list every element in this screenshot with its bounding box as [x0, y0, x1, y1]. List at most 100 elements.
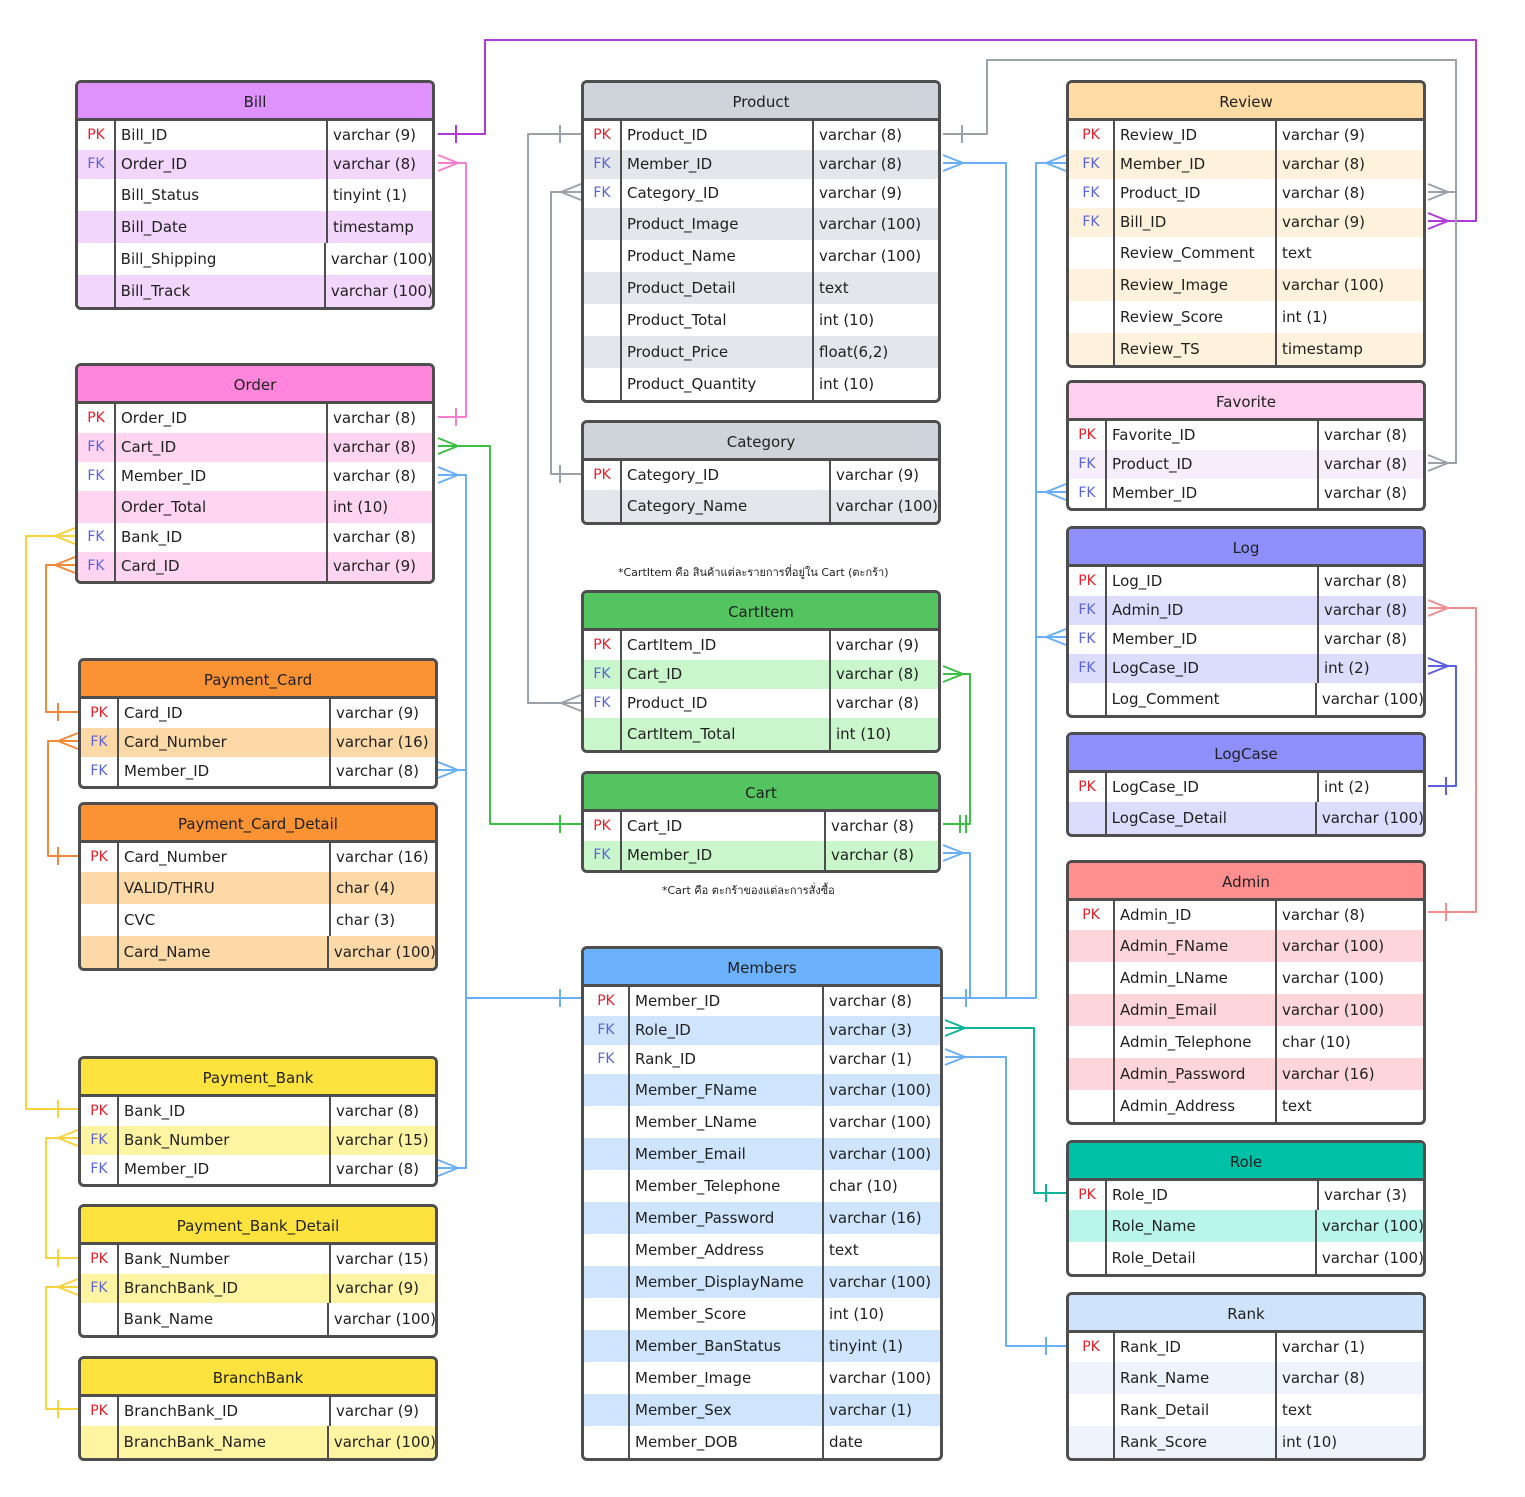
connector-line: [438, 474, 581, 999]
field-key: [1069, 269, 1115, 301]
field-name: LogCase_ID: [1107, 654, 1319, 683]
field-name: Review_Score: [1115, 301, 1277, 333]
field-key: FK: [78, 150, 116, 179]
field-name: Member_DOB: [630, 1426, 824, 1458]
field-type: varchar (15): [336, 1131, 429, 1149]
field-name: Product_Total: [622, 304, 814, 336]
field-type: varchar (9): [336, 1279, 420, 1297]
field-key: PK: [584, 631, 622, 660]
crows-foot-marker: [942, 844, 964, 862]
field-type: varchar (100): [829, 1273, 932, 1291]
field-type: varchar (9): [1282, 213, 1366, 231]
field-key: [584, 1394, 630, 1426]
field-key: FK: [81, 1155, 119, 1184]
field-type: int (10): [819, 375, 875, 393]
field-key: [78, 179, 116, 211]
connector-line: [945, 1056, 1066, 1347]
field-key: FK: [584, 689, 622, 718]
field-name: Product_Name: [622, 240, 814, 272]
field-key: [1069, 1242, 1107, 1274]
field-type: varchar (8): [1324, 630, 1408, 648]
field-name: CartItem_Total: [622, 718, 831, 750]
field-name: Admin_ID: [1115, 901, 1277, 930]
field-key: [78, 275, 116, 307]
field-name: Admin_LName: [1115, 962, 1277, 994]
field-type: varchar (100): [829, 1145, 932, 1163]
field-type: char (10): [1282, 1033, 1351, 1051]
field-name: Bill_ID: [116, 121, 328, 150]
field-key: [584, 718, 622, 750]
connector-line: [943, 852, 971, 998]
field-key: [1069, 930, 1115, 962]
entity-field-row: Review_TS timestamp: [1069, 333, 1423, 365]
crows-foot-marker: [1427, 454, 1449, 472]
field-type: varchar (8): [1282, 906, 1366, 924]
field-type: text: [819, 279, 849, 297]
field-type: timestamp: [1282, 340, 1363, 358]
field-name: Review_TS: [1115, 333, 1277, 365]
field-name: Admin_ID: [1107, 596, 1319, 625]
field-key: PK: [1069, 773, 1107, 802]
field-key: [1069, 962, 1115, 994]
connector-line: [47, 740, 78, 857]
field-key: FK: [78, 462, 116, 491]
field-name: Member_ID: [630, 987, 824, 1016]
field-key: [584, 490, 622, 522]
field-type: varchar (100): [333, 1310, 435, 1328]
field-name: Member_Score: [630, 1298, 824, 1330]
field-key: PK: [584, 121, 622, 150]
field-key: FK: [1069, 179, 1115, 208]
field-name: Product_ID: [1107, 450, 1319, 479]
field-type: varchar (100): [829, 1081, 932, 1099]
field-name: Member_ID: [1107, 479, 1319, 508]
field-key: [1069, 1362, 1115, 1394]
field-type: varchar (3): [829, 1021, 913, 1039]
field-name: Review_ID: [1115, 121, 1277, 150]
field-name: Member_DisplayName: [630, 1266, 824, 1298]
connector-line: [438, 39, 1477, 222]
field-name: Category_ID: [622, 179, 814, 208]
field-key: [584, 208, 622, 240]
field-key: FK: [81, 728, 119, 757]
field-type: varchar (16): [1282, 1065, 1375, 1083]
field-key: [584, 1298, 630, 1330]
crows-foot-marker: [437, 154, 459, 172]
field-key: PK: [81, 1097, 119, 1126]
field-type: text: [1282, 244, 1312, 262]
field-type: varchar (8): [819, 155, 903, 173]
field-type: char (4): [336, 879, 396, 897]
field-type: int (10): [1282, 1433, 1338, 1451]
entity-title: Role: [1069, 1143, 1423, 1181]
field-key: [584, 1266, 630, 1298]
field-type: varchar (9): [336, 1402, 420, 1420]
field-key: [81, 904, 119, 936]
crows-foot-marker: [437, 437, 459, 455]
field-name: Order_Total: [116, 491, 328, 523]
crows-foot-marker: [54, 527, 76, 545]
field-key: FK: [584, 841, 622, 870]
field-name: Log_ID: [1107, 567, 1319, 596]
field-key: [584, 336, 622, 368]
crows-foot-marker: [437, 466, 459, 484]
